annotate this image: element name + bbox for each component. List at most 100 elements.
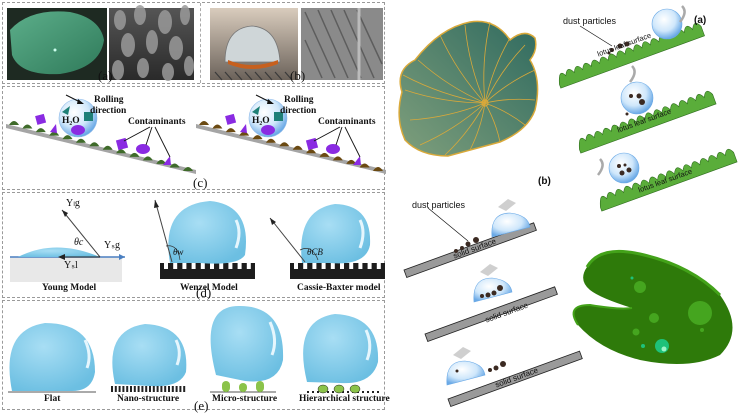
nano-dot <box>327 391 329 393</box>
nano-dot <box>372 391 374 393</box>
water-droplet <box>620 81 654 115</box>
dust-particle <box>460 246 464 250</box>
rotation-arrow <box>597 158 604 176</box>
dust-particle <box>465 241 471 247</box>
nano-pillar <box>130 386 132 392</box>
surface-bump <box>89 142 100 147</box>
panel-a-label: (a) <box>98 68 113 83</box>
dust-particle <box>480 294 484 298</box>
surface-bump <box>129 152 140 157</box>
leaf-vein <box>404 89 486 104</box>
surface-groove <box>349 263 354 269</box>
contaminant-pointer-arrow <box>344 126 361 158</box>
dust-particle <box>624 41 630 47</box>
contaminant-scene <box>196 94 386 174</box>
young-ysl-label: Yₛl <box>64 260 78 271</box>
dust-pointer-line <box>427 207 469 242</box>
h2o-label-1: H₂O <box>62 116 80 126</box>
dust-particle <box>636 93 642 99</box>
nano-pillar <box>152 386 155 392</box>
right-scenes <box>403 5 738 408</box>
surface-groove <box>191 263 196 269</box>
dust-particle <box>626 167 632 173</box>
panel-c-label: (c) <box>193 175 208 190</box>
wenzel-angle-label: θw <box>173 247 184 257</box>
surface-bump <box>292 145 303 150</box>
surface-bump <box>169 163 180 168</box>
teal-triangle-contaminant <box>252 106 260 115</box>
surface-groove <box>294 263 298 269</box>
slide-direction-arrow <box>498 199 516 211</box>
dust-particle <box>500 361 506 367</box>
inclined-surface <box>6 124 196 174</box>
flat-label: Flat <box>44 394 61 404</box>
surface-bump <box>373 167 383 171</box>
water-droplet <box>608 152 640 184</box>
dust-pointer-line <box>579 25 613 47</box>
nano-pillar <box>118 386 121 392</box>
dust-particle <box>607 51 611 55</box>
surface-bump <box>319 152 330 157</box>
surface-bump <box>212 124 223 129</box>
teal-square-contaminant <box>84 112 93 121</box>
nano-pillar <box>141 386 144 392</box>
sliding-droplet <box>491 212 531 238</box>
slide-direction-arrow <box>480 264 498 276</box>
surface-groove <box>173 263 178 269</box>
nano-pillar <box>145 386 148 392</box>
lotus-leaf-photo <box>7 8 107 80</box>
surface-groove <box>312 263 317 269</box>
young-ysg-label: Yₛg <box>104 240 120 251</box>
panel-d-frame <box>2 192 385 298</box>
dust-particle <box>497 285 503 291</box>
micro-structure-label: Micro-structure <box>212 394 278 404</box>
grass-microstructure <box>558 22 705 89</box>
contaminant-pointer-arrow <box>123 126 151 142</box>
rolling-direction-arrowhead <box>77 99 84 104</box>
h2o-label-2: H₂O <box>252 116 270 126</box>
surface-groove <box>182 263 187 269</box>
nano-pillar <box>168 386 170 392</box>
solid-bar <box>447 350 583 408</box>
nano-pillar <box>164 386 167 392</box>
surface-bump <box>183 167 193 171</box>
dust-particle <box>491 290 497 296</box>
dust-particle <box>493 365 499 371</box>
nano-structure-label: Nano-structure <box>117 394 180 404</box>
rolling-direction-arrowhead <box>267 99 274 104</box>
dust-particle <box>617 43 623 49</box>
nano-pillar <box>160 386 163 392</box>
dust-particle <box>625 112 629 116</box>
dust-particles-label-top: dust particles <box>563 16 617 26</box>
young-model-label: Young Model <box>42 283 97 293</box>
inclined-surface <box>196 124 386 174</box>
golden-lotus-leaf-illustration <box>398 20 539 157</box>
solid-bar <box>424 286 558 343</box>
solid-bar <box>403 222 537 279</box>
surface-bump <box>75 138 86 143</box>
nano-pillar <box>156 386 159 392</box>
surface-groove <box>219 263 224 269</box>
rotation-arrow <box>679 5 686 23</box>
purple-oval-contaminant <box>136 144 150 154</box>
rolling-label-2: Rolling <box>284 95 314 105</box>
panel-e-frame <box>2 300 385 410</box>
leaf-vein <box>464 24 486 104</box>
contaminants-label-2: Contaminants <box>318 117 376 127</box>
grass-microstructure <box>578 90 717 154</box>
leaf-vein <box>484 98 536 104</box>
direction-label-2: direction <box>280 106 317 116</box>
surface-groove <box>228 263 233 269</box>
solid-surface <box>424 286 558 343</box>
contaminant-pointer-arrow <box>313 126 341 142</box>
solid-surface <box>447 350 583 408</box>
dust-particle <box>473 237 479 243</box>
teal-triangle-contaminant <box>62 106 70 115</box>
surface-bump <box>252 135 263 140</box>
grass-microstructure <box>599 148 738 212</box>
leaf-vein <box>484 102 526 126</box>
slide-direction-arrow <box>453 347 471 359</box>
leaf-vein <box>402 74 486 104</box>
cassie-angle-label: θCB <box>307 247 323 257</box>
surface-groove <box>321 263 326 269</box>
